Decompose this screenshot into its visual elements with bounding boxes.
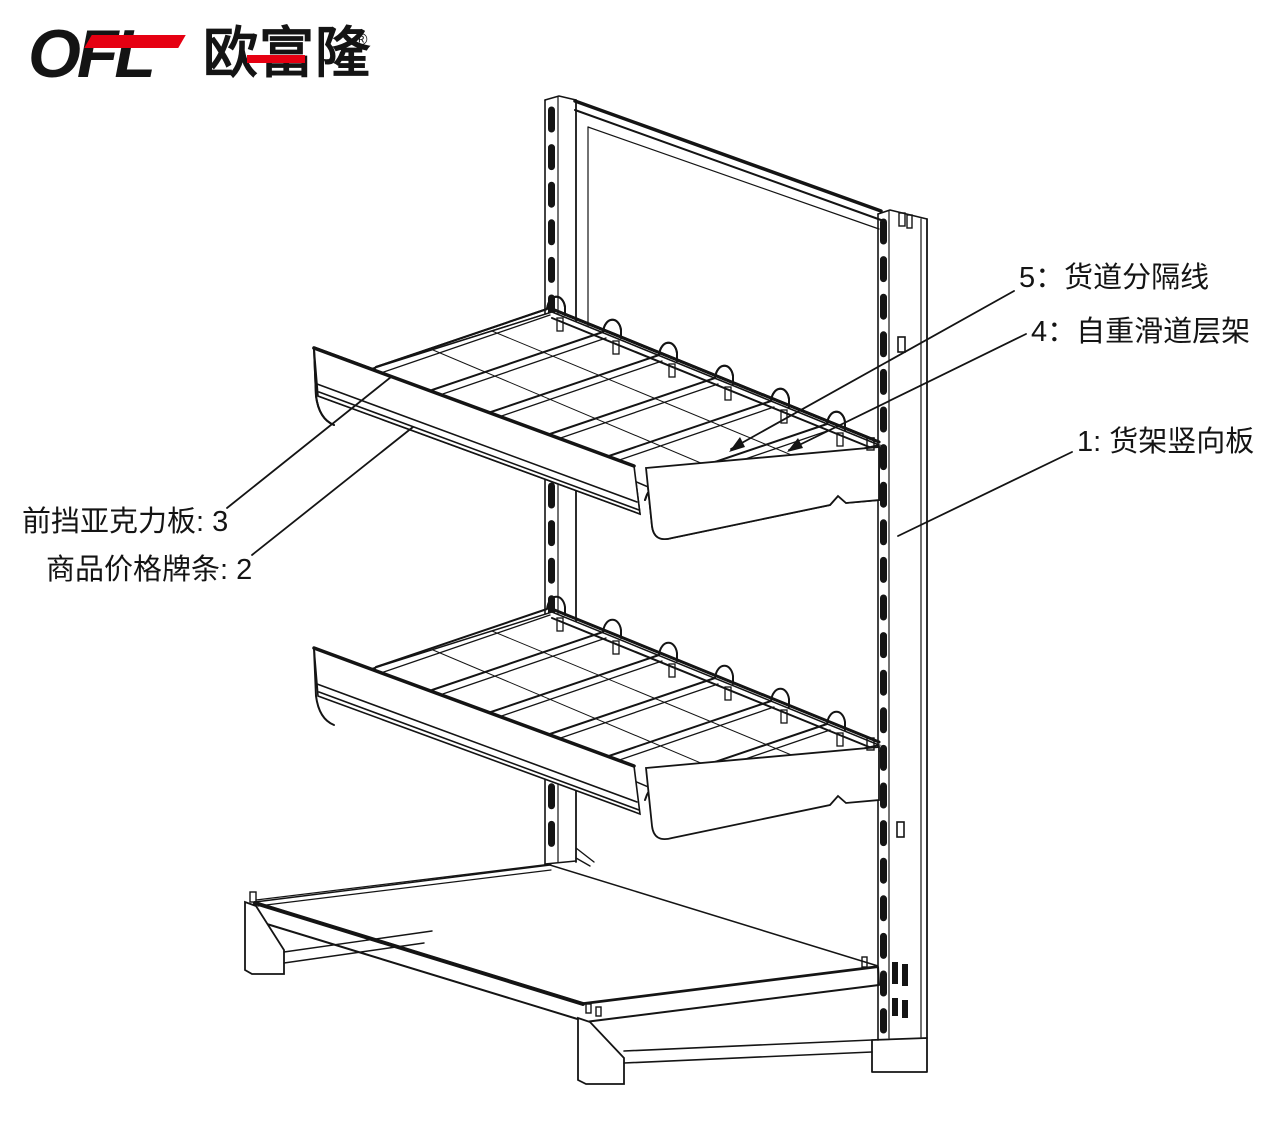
callout-labels: 5：货道分隔线 4：自重滑道层架 1: 货架竖向板 前挡亚克力板: 3 商品价格… [22,261,1254,586]
callout-label-2: 商品价格牌条: 2 [46,553,252,586]
post-slot-pair [902,964,908,986]
post-slot-pair [892,998,898,1016]
base-foot-left [244,900,285,975]
upper-gravity-shelf [312,294,881,541]
base-clip [249,891,257,903]
post-keyhole [897,336,906,353]
arrowhead-icon [787,438,803,452]
right-upright-post [871,209,928,1073]
arrowhead-icon [729,437,745,452]
base-foot-front [577,1016,625,1085]
callout-label-4: 4：自重滑道层架 [1031,315,1250,348]
callout-label-3: 前挡亚克力板: 3 [22,505,228,538]
leader-line-5 [730,290,1015,450]
leader-line-4 [788,333,1027,451]
post-keyhole [896,821,905,838]
logo-latin-text: OFL [28,16,156,92]
brand-logo: OFL 欧富隆 ® [28,18,388,102]
logo-chinese-text: 欧富隆 [203,22,372,84]
post-top-tab [898,212,906,227]
right-post-foot [871,1037,928,1073]
base-shelf [244,863,880,1085]
leader-line-1 [897,451,1073,537]
leader-line-3 [226,376,392,509]
post-slot-pair [892,962,898,984]
callout-label-5: 5：货道分隔线 [1019,261,1209,294]
base-clip [595,1006,602,1017]
logo-red-accent-icon [247,55,305,63]
callout-label-1: 1: 货架竖向板 [1077,425,1254,458]
base-clip [861,956,868,968]
post-slot-pair [902,1000,908,1018]
post-top-tab [906,214,913,229]
base-clip [585,1003,592,1014]
lower-gravity-shelf [312,594,881,841]
back-panel [573,99,883,330]
callout-leaders [226,290,1073,556]
registered-trademark-icon: ® [355,30,368,49]
leader-line-2 [251,426,414,556]
